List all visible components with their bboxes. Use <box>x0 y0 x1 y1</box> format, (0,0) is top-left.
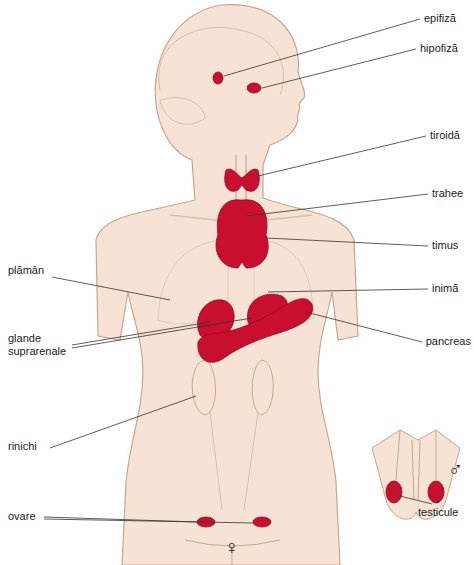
leader-line <box>306 312 422 342</box>
part-label: epifiză <box>424 12 456 25</box>
ovary-right <box>253 517 271 527</box>
leader-line <box>72 318 252 348</box>
leader-line <box>400 496 432 504</box>
leader-line <box>268 289 428 292</box>
cerebellum <box>160 97 205 124</box>
part-label: plămân <box>8 264 44 277</box>
kidney-left <box>192 360 215 415</box>
leader-line <box>50 396 196 448</box>
male-pelvis <box>372 430 460 519</box>
sex-symbol: ♂ <box>448 458 463 480</box>
brain-outline <box>159 28 284 96</box>
part-label: ovare <box>8 510 36 523</box>
thyroid-gland <box>225 169 260 191</box>
leader-line <box>72 322 210 345</box>
ureters <box>210 412 258 510</box>
leader-line <box>44 519 254 523</box>
testis-left <box>386 481 402 503</box>
leader-lines <box>44 19 438 523</box>
testis-right <box>428 481 444 503</box>
testes-inset <box>372 430 460 519</box>
part-label: glande suprarenale <box>8 332 78 358</box>
pituitary-gland <box>247 83 261 93</box>
part-label: rinichi <box>8 440 37 453</box>
part-label: pancreas <box>426 335 471 348</box>
part-label: tiroidă <box>430 129 460 142</box>
body-silhouette <box>96 5 358 565</box>
leader-line <box>262 49 416 88</box>
part-label: testicule <box>418 506 458 519</box>
leader-line <box>258 136 426 176</box>
part-label: hipofiză <box>420 42 458 55</box>
pancreas <box>198 299 313 363</box>
thymus-gland <box>216 200 268 268</box>
part-label: trahee <box>432 187 463 200</box>
part-label: timus <box>432 239 458 252</box>
sex-symbol: ♀ <box>224 536 239 558</box>
glands <box>197 72 313 527</box>
part-label: inimă <box>432 282 458 295</box>
leader-line <box>438 500 439 503</box>
leader-line <box>52 277 170 300</box>
leader-line <box>266 238 428 246</box>
leader-line <box>224 19 420 76</box>
pineal-gland <box>213 72 223 84</box>
kidney-right <box>252 360 273 415</box>
leader-line <box>247 194 428 216</box>
